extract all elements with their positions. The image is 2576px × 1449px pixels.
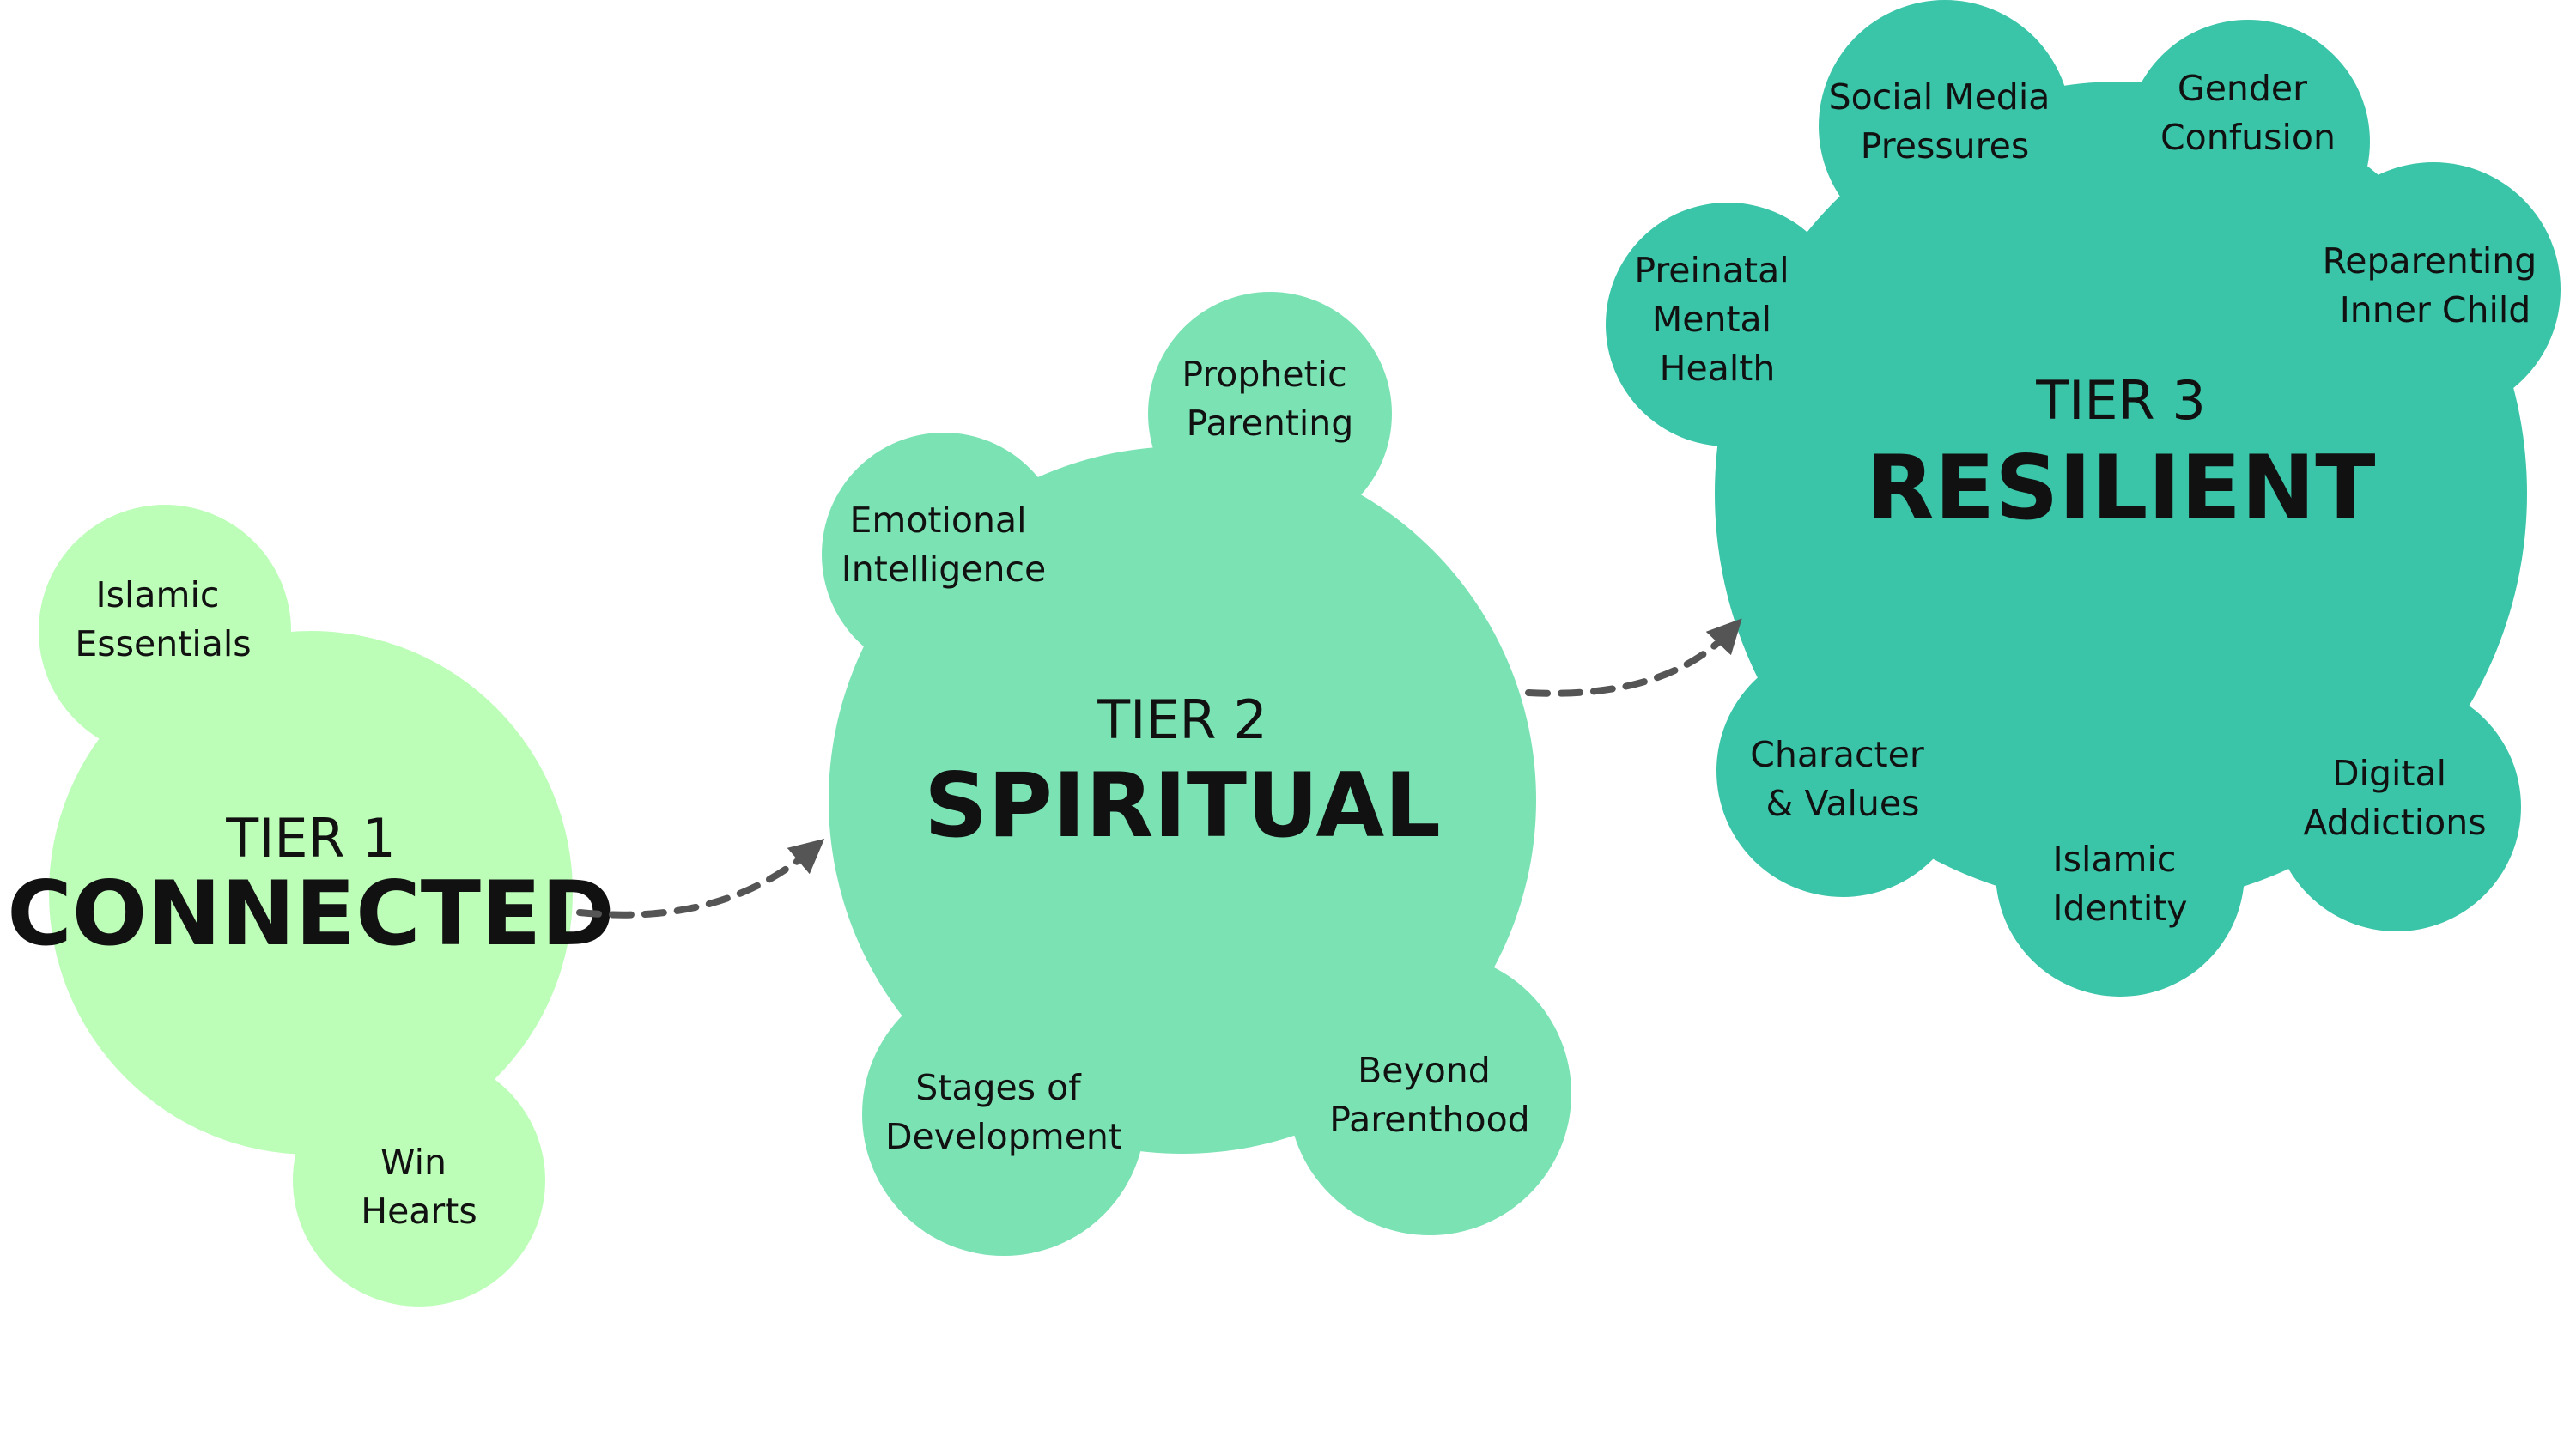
topic-stages-of-development: Stages of Development [885,1067,1122,1157]
tier-3-cluster: TIER 3 RESILIENT Social Media Pressures … [1606,0,2561,997]
topic-islamic-essentials: Islamic Essentials [75,574,251,664]
topic-bubble-digital-addictions [2272,682,2521,931]
topic-bubble-gender-confusion [2126,20,2370,264]
topic-bubble-win-hearts [293,1054,545,1307]
tier-1-name: CONNECTED [7,863,615,966]
topic-islamic-identity: Islamic Identity [2052,839,2187,929]
topic-preinatal-mental-health: Preinatal Mental Health [1634,250,1800,389]
topic-prophetic-parenting: Prophetic Parenting [1182,354,1358,444]
topic-bubble-emotional-intelligence [822,433,1066,676]
tier-3-number: TIER 3 [2035,369,2206,432]
topic-character-values: Character & Values [1750,734,1935,824]
arrow-tier2-to-tier3 [1525,618,1742,697]
topic-bubble-prophetic-parenting [1148,292,1392,536]
tier-1-main-bubble [49,631,573,1155]
topic-bubble-islamic-essentials [39,505,291,757]
topic-gender-confusion: Gender Confusion [2160,68,2336,158]
topic-bubble-preinatal-mental-health [1606,203,1850,446]
tier-3-name: RESILIENT [1867,437,2376,540]
topic-beyond-parenthood: Beyond Parenthood [1329,1050,1529,1140]
tier-2-number: TIER 2 [1097,688,1267,751]
arrow-tier1-to-tier2 [576,838,825,919]
tier-1-cluster: TIER 1 CONNECTED Islamic Essentials Win … [7,505,615,1307]
topic-reparenting-inner-child: Reparenting Inner Child [2323,240,2549,330]
topic-bubble-beyond-parenthood [1288,952,1571,1235]
topic-social-media-pressures: Social Media Pressures [1829,76,2062,167]
topic-bubble-islamic-identity [1996,748,2245,997]
tier-2-cluster: TIER 2 SPIRITUAL Prophetic Parenting Emo… [822,292,1571,1256]
topic-win-hearts: Win Hearts [361,1142,477,1232]
topic-emotional-intelligence: Emotional Intelligence [841,500,1047,590]
topic-bubble-social-media-pressures [1819,0,2071,252]
tier-2-name: SPIRITUAL [924,755,1441,858]
topic-bubble-stages-of-development [862,973,1145,1256]
topic-bubble-reparenting-inner-child [2306,162,2561,416]
topic-bubble-character-values [1716,645,1969,897]
topic-digital-addictions: Digital Addictions [2303,753,2486,843]
tier-1-number: TIER 1 [225,807,396,870]
